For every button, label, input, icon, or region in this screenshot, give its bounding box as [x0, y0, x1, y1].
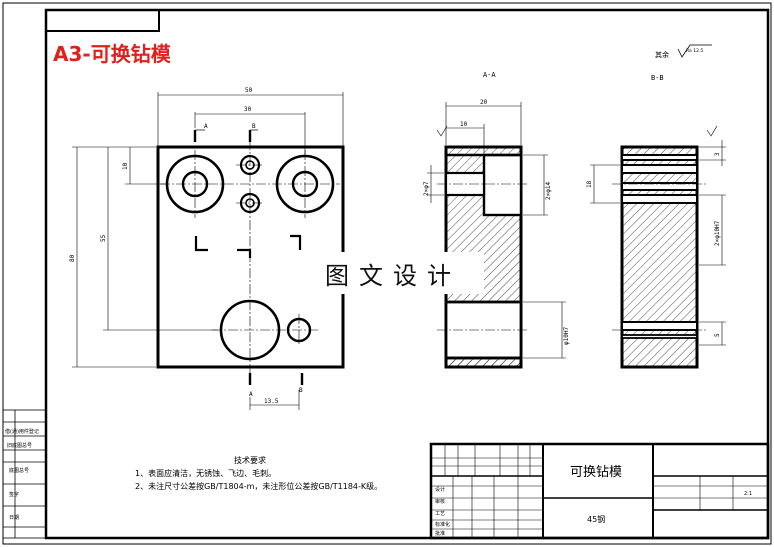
row-design: 设计 [435, 486, 445, 493]
dim-phi10h7: φ10H7 [563, 327, 570, 345]
row-process: 工艺 [435, 511, 445, 517]
side-label-4: 签字 [9, 491, 19, 498]
dim-10: 10 [122, 162, 129, 170]
tech-req-item-1: 1、表面应清洁，无锈蚀、飞边、毛刺。 [135, 469, 277, 478]
front-view: A B A B 50 30 80 [69, 87, 345, 410]
side-block [2, 409, 47, 539]
dim-5: 5 [714, 333, 721, 337]
drawing-title: A3-可换钻模 [53, 42, 171, 66]
scale: 2:1 [744, 491, 752, 497]
roughness-symbol [677, 44, 712, 58]
code-box [45, 9, 160, 32]
dim-2phi10h7: 2×φ10H7 [714, 220, 721, 246]
side-label-5: 日期 [9, 515, 19, 521]
cut-b-bottom: B [299, 387, 303, 394]
section-aa: 20 10 2×φ7 2×φ14 φ10H7 [423, 99, 570, 369]
section-bb: 3 18 2×φ10H7 5 [586, 125, 726, 369]
dim-50: 50 [245, 87, 253, 94]
dim-55: 55 [100, 234, 107, 242]
cut-b-top: B [252, 123, 256, 130]
side-label-3: 底图总号 [9, 467, 29, 474]
watermark: 图文设计 [302, 252, 484, 294]
side-label-1: 借(通)用件登记 [5, 428, 39, 435]
dim-2phi14: 2×φ14 [545, 182, 552, 200]
row-approve: 批准 [435, 530, 445, 537]
tech-req-heading: 技术要求 [234, 456, 266, 465]
cut-a-top: A [204, 123, 208, 130]
title-block [429, 442, 770, 540]
material: 45钢 [587, 514, 605, 524]
side-label-2: 旧底图总号 [7, 442, 32, 449]
dim-20: 20 [480, 99, 488, 106]
view-aa-label: A-A [483, 71, 496, 79]
inner-frame [44, 8, 770, 540]
dim-3: 3 [714, 152, 721, 156]
dim-10b: 10 [460, 121, 468, 128]
cut-a-bottom: A [249, 391, 253, 398]
dim-30: 30 [244, 106, 252, 113]
technical-requirements: 技术要求 1、表面应清洁，无锈蚀、飞边、毛刺。 2、未注尺寸公差按GB/T180… [135, 454, 382, 493]
dim-13-5: 13.5 [264, 398, 279, 405]
dim-18: 18 [586, 180, 593, 188]
dim-80: 80 [69, 254, 76, 262]
part-name: 可换钻模 [570, 465, 622, 480]
row-standard: 标准化 [435, 521, 450, 528]
row-review: 审核 [435, 498, 445, 505]
roughness-value: Ra 12.5 [686, 48, 703, 54]
roughness-label: 其余 [655, 50, 669, 59]
view-bb-label: B-B [651, 74, 664, 82]
tech-req-item-2: 2、未注尺寸公差按GB/T1804-m，未注形位公差按GB/T1184-K级。 [135, 482, 383, 491]
dim-2phi7: 2×φ7 [423, 181, 430, 196]
